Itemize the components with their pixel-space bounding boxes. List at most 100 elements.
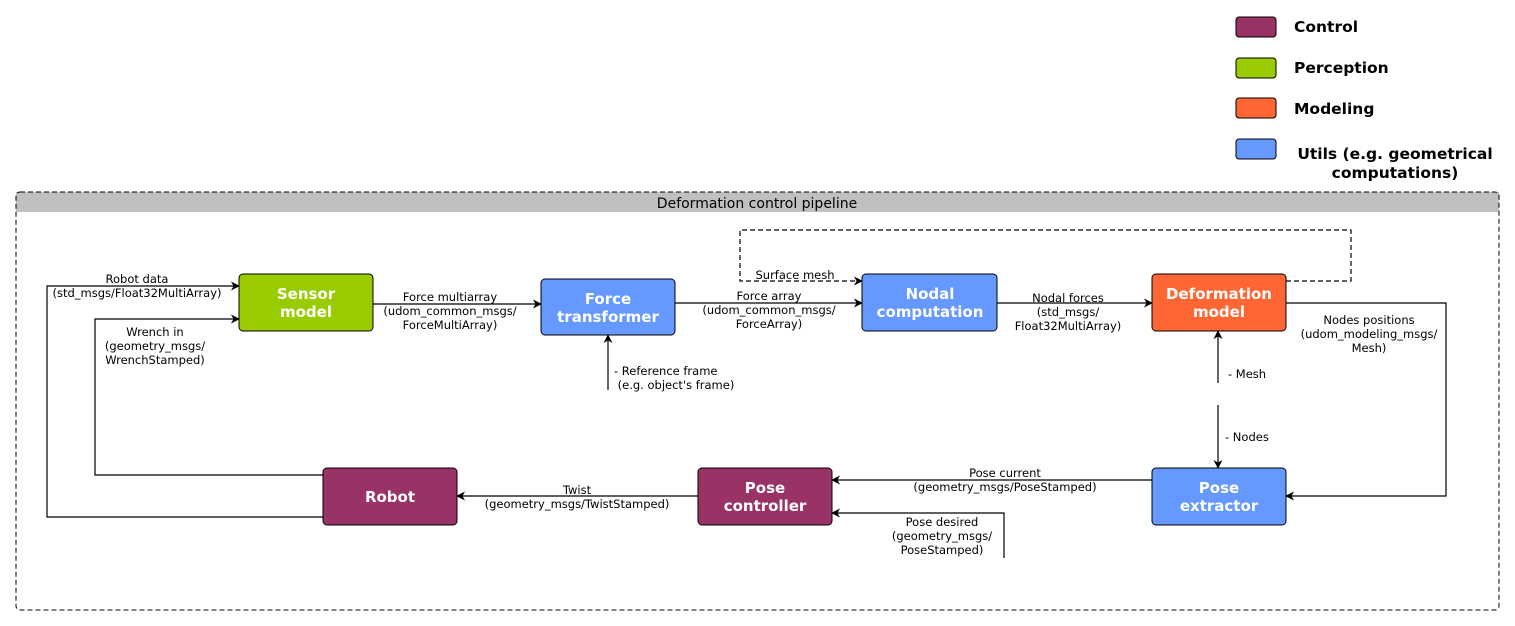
node-nodal-computation-label-line: computation — [877, 303, 984, 321]
label-nodes-positions-line: Nodes positions — [1323, 313, 1414, 327]
label-robot-data-line: Robot data — [106, 272, 169, 286]
node-sensor-model-label-line: model — [280, 303, 332, 321]
label-robot-data-line: (std_msgs/Float32MultiArray) — [52, 286, 221, 300]
legend-label-modeling: Modeling — [1294, 100, 1374, 118]
label-surface-mesh: Surface mesh — [755, 268, 834, 282]
node-deformation-model-box — [1151, 273, 1287, 332]
node-nodal-computation-box — [861, 273, 998, 332]
legend-swatch-control — [1235, 16, 1277, 38]
label-force-array-line: Force array — [737, 289, 802, 303]
node-force-transformer-label-line: transformer — [557, 308, 659, 326]
label-nodes: - Nodes — [1225, 430, 1269, 444]
edge-pose-desired — [831, 508, 1005, 558]
legend-swatch-perception — [1235, 57, 1277, 79]
node-sensor-model-box — [238, 273, 374, 332]
label-force-multiarray-line: Force multiarray — [403, 290, 498, 304]
node-sensor-model-label-line: Sensor — [277, 285, 336, 303]
label-nodes-positions-line: (udom_modeling_msgs/ — [1301, 327, 1438, 341]
label-twist-line: Twist — [562, 483, 592, 497]
node-robot-label-line: Robot — [365, 488, 415, 506]
edge-robot-data — [46, 281, 323, 518]
label-pose-current-line: Pose current — [969, 466, 1041, 480]
label-twist-line: (geometry_msgs/TwistStamped) — [485, 497, 670, 511]
label-force-array-line: ForceArray) — [736, 317, 803, 331]
edge-nodes-positions — [1285, 302, 1447, 501]
pipeline-container: Deformation control pipeline — [15, 191, 1500, 611]
container-title: Deformation control pipeline — [657, 196, 857, 212]
legend: Control Perception Modeling Utils (e.g. … — [1235, 16, 1493, 182]
label-nodal-forces: Nodal forces(std_msgs/Float32MultiArray) — [1015, 291, 1122, 333]
label-wrench-in-line: (geometry_msgs/ — [105, 339, 205, 353]
node-robot-box — [322, 467, 458, 526]
legend-label-perception: Perception — [1294, 59, 1389, 77]
node-pose-extractor-label-line: extractor — [1180, 497, 1259, 515]
edge-labels: Robot data(std_msgs/Float32MultiArray) W… — [52, 268, 1437, 557]
legend-label-control: Control — [1294, 18, 1358, 36]
label-surface-mesh-line: Surface mesh — [755, 268, 834, 282]
label-force-array: Force array(udom_common_msgs/ForceArray) — [702, 289, 835, 331]
edge-wrench-in — [94, 314, 323, 476]
node-pose-controller-label-line: controller — [724, 497, 807, 515]
label-reference-frame-line: - Reference frame — [614, 364, 717, 378]
node-deformation-model-label-line: Deformation — [1166, 285, 1272, 303]
label-force-array-line: (udom_common_msgs/ — [702, 303, 835, 317]
legend-swatch-utils — [1235, 138, 1277, 160]
legend-swatch-modeling — [1235, 97, 1277, 119]
edges — [46, 229, 1447, 558]
label-nodal-forces-line: Nodal forces — [1032, 291, 1104, 305]
label-pose-current-line: (geometry_msgs/PoseStamped) — [913, 480, 1096, 494]
label-wrench-in-line: WrenchStamped) — [105, 353, 205, 367]
label-nodes-positions: Nodes positions(udom_modeling_msgs/Mesh) — [1301, 313, 1438, 355]
container-border — [15, 191, 1500, 611]
label-nodes-positions-line: Mesh) — [1352, 341, 1387, 355]
node-force-transformer-box — [540, 278, 676, 336]
label-twist: Twist(geometry_msgs/TwistStamped) — [485, 483, 670, 511]
label-wrench-in-line: Wrench in — [126, 325, 183, 339]
label-pose-desired: Pose desired(geometry_msgs/PoseStamped) — [892, 515, 992, 557]
node-deformation-model-label-line: model — [1193, 303, 1245, 321]
node-pose-extractor-label-line: Pose — [1199, 479, 1239, 497]
node-pose-controller-label-line: Pose — [745, 479, 785, 497]
label-nodal-forces-line: (std_msgs/ — [1037, 305, 1100, 319]
label-mesh: - Mesh — [1228, 367, 1266, 381]
node-robot-label: Robot — [365, 488, 415, 506]
label-mesh-line: - Mesh — [1228, 367, 1266, 381]
legend-label-utils-line: Utils (e.g. geometrical — [1297, 145, 1492, 163]
node-nodal-computation-label-line: Nodal — [906, 285, 955, 303]
label-pose-current: Pose current(geometry_msgs/PoseStamped) — [913, 466, 1096, 494]
node-pose-extractor-box — [1151, 467, 1287, 526]
label-robot-data: Robot data(std_msgs/Float32MultiArray) — [52, 272, 221, 300]
label-force-multiarray: Force multiarray(udom_common_msgs/ForceM… — [383, 290, 516, 332]
label-pose-desired-line: Pose desired — [906, 515, 979, 529]
legend-item-modeling: Modeling — [1235, 97, 1374, 119]
label-wrench-in: Wrench in(geometry_msgs/WrenchStamped) — [105, 325, 205, 367]
label-nodal-forces-line: Float32MultiArray) — [1015, 319, 1122, 333]
label-force-multiarray-line: (udom_common_msgs/ — [383, 304, 516, 318]
legend-item-control: Control — [1235, 16, 1358, 38]
legend-item-perception: Perception — [1235, 57, 1389, 79]
node-robot[interactable]: Robot — [322, 467, 458, 526]
node-force-transformer-label-line: Force — [585, 290, 631, 308]
label-pose-desired-line: PoseStamped) — [901, 543, 984, 557]
label-force-multiarray-line: ForceMultiArray) — [403, 318, 498, 332]
container-header — [16, 192, 1499, 212]
node-pose-controller-box — [697, 467, 833, 526]
label-reference-frame-line: (e.g. object's frame) — [614, 378, 734, 392]
legend-label-utils-line: computations) — [1332, 164, 1459, 182]
